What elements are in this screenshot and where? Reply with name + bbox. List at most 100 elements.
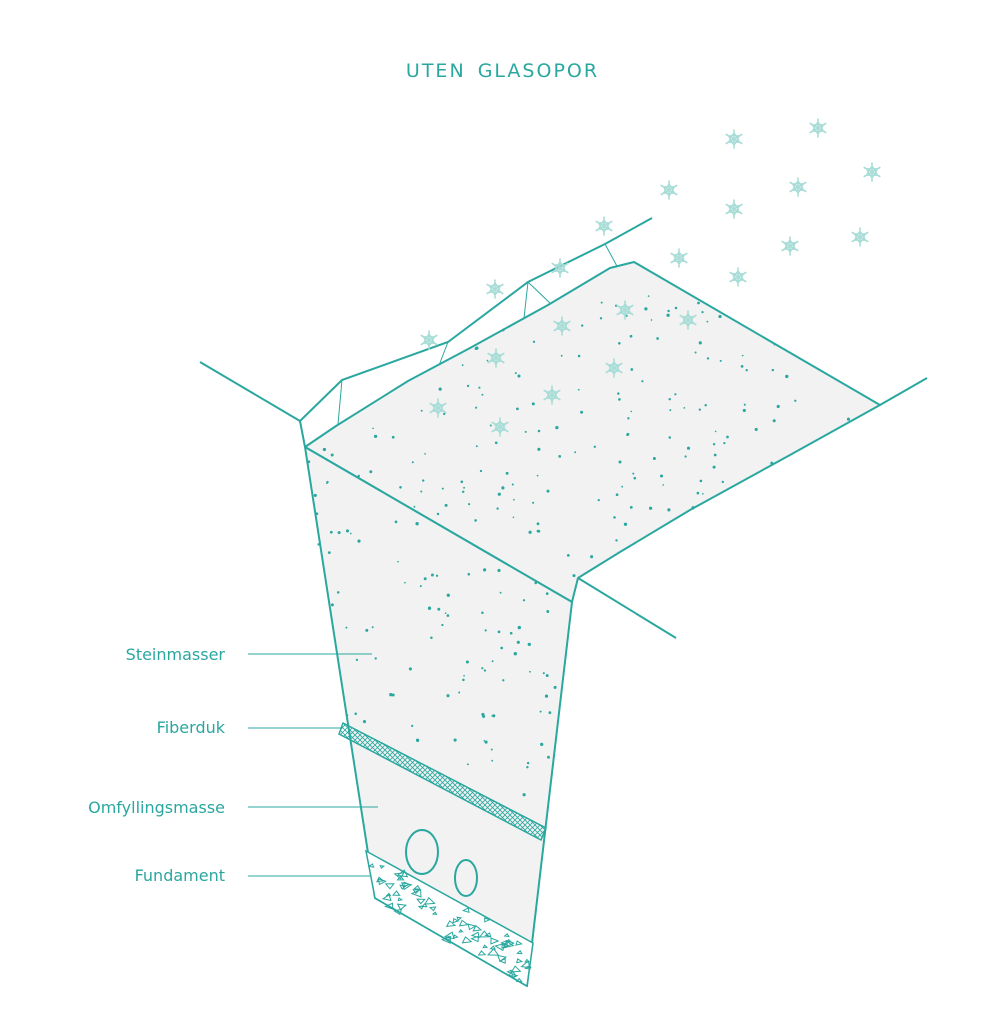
stone-dot — [719, 359, 722, 362]
snowflake-icon — [616, 300, 634, 320]
gravel-stone — [520, 960, 532, 969]
stone-dot — [745, 369, 748, 372]
snowflake-icon — [553, 316, 571, 336]
stone-dot — [534, 581, 537, 585]
gravel-stone — [461, 936, 473, 944]
stone-dot — [391, 435, 395, 439]
pipe-large — [405, 829, 439, 875]
stone-dot — [536, 522, 540, 526]
stone-dot — [345, 529, 350, 533]
stone-dot — [531, 402, 535, 406]
stone-dot — [539, 710, 542, 713]
gravel-stone — [391, 890, 401, 896]
stone-dot — [362, 720, 367, 724]
stone-dot — [674, 393, 677, 396]
stone-dot — [461, 490, 465, 494]
stone-dot — [496, 507, 499, 510]
gravel-stone — [515, 940, 523, 946]
stone-dot — [484, 629, 487, 632]
stone-dot — [408, 667, 412, 671]
stone-dot — [430, 573, 434, 577]
gravel-stone — [470, 935, 479, 943]
stone-dot — [420, 490, 423, 493]
stone-dot — [704, 403, 707, 407]
snowflake-icon — [429, 398, 447, 418]
diagram-title: UTEN GLASOPOR — [405, 60, 600, 82]
stone-dot — [618, 342, 621, 345]
gravel-stone — [367, 863, 375, 868]
gravel-stone — [428, 906, 437, 912]
gravel-stone — [461, 907, 470, 914]
stone-dot — [490, 748, 493, 751]
gravel-stone — [486, 948, 500, 956]
stone-dot — [516, 640, 520, 644]
stone-dot — [712, 465, 716, 469]
stone-dot — [336, 591, 340, 594]
gravel-stone — [396, 869, 409, 878]
gravel-stone — [397, 897, 404, 902]
stone-dot — [446, 694, 450, 698]
label-fiberduk: Fiberduk — [156, 718, 225, 737]
stone-dot — [537, 447, 541, 451]
gravel-stone — [503, 933, 510, 938]
stone-dot — [577, 388, 580, 391]
stone-dot — [327, 551, 331, 554]
stone-dot — [326, 480, 329, 484]
stone-dot — [422, 479, 425, 482]
stone-dot — [505, 471, 509, 475]
stone-dot — [629, 506, 633, 509]
gravel-stone — [385, 892, 392, 897]
stone-dot — [684, 455, 687, 458]
stone-dot — [444, 612, 447, 614]
snow-drift — [299, 217, 653, 425]
stone-dot — [600, 301, 603, 304]
gravel-stone — [506, 969, 512, 974]
stone-dot — [474, 519, 477, 522]
stone-dot — [613, 516, 616, 519]
fundament-gravel — [367, 863, 532, 983]
snowflakes — [420, 118, 881, 437]
stone-dot — [617, 392, 620, 395]
stone-dot — [478, 386, 481, 389]
stone-dot — [494, 441, 498, 445]
stone-dot — [441, 487, 444, 490]
stone-dot — [599, 317, 603, 320]
stone-dot — [726, 435, 729, 439]
label-fundament: Fundament — [134, 866, 225, 885]
stone-dot — [629, 334, 633, 338]
stone-dot — [652, 457, 656, 460]
stone-dot — [754, 427, 758, 431]
stone-dot — [666, 313, 670, 317]
stone-dot — [372, 427, 374, 430]
stone-dot — [683, 407, 686, 409]
stone-dot — [656, 337, 659, 340]
stone-dot — [615, 539, 618, 542]
stone-dot — [630, 368, 634, 371]
stone-dot — [492, 714, 496, 718]
stone-dot — [394, 520, 398, 524]
gravel-stone — [497, 954, 508, 962]
stone-dot — [404, 581, 406, 584]
stone-dot — [668, 397, 671, 401]
stone-dot — [430, 636, 433, 639]
stone-dot — [772, 419, 776, 423]
snowflake-icon — [679, 310, 697, 330]
stone-dot — [354, 712, 357, 715]
stone-dot — [357, 539, 361, 543]
stone-dot — [443, 412, 446, 416]
stone-dot — [581, 324, 584, 327]
stone-dot — [618, 460, 622, 464]
stone-dot — [771, 368, 775, 372]
stone-dot — [644, 307, 648, 311]
stone-dot — [522, 793, 526, 797]
stone-dot — [446, 593, 450, 597]
gravel-stone — [443, 931, 455, 940]
gravel-stone — [412, 889, 421, 895]
stone-dot — [785, 374, 789, 379]
stone-dot — [486, 359, 489, 362]
gravel-stone — [423, 897, 436, 905]
stone-dot — [537, 429, 541, 433]
gravel-stone — [379, 864, 386, 869]
gravel-stone — [490, 937, 500, 945]
gravel-stone — [376, 876, 385, 883]
